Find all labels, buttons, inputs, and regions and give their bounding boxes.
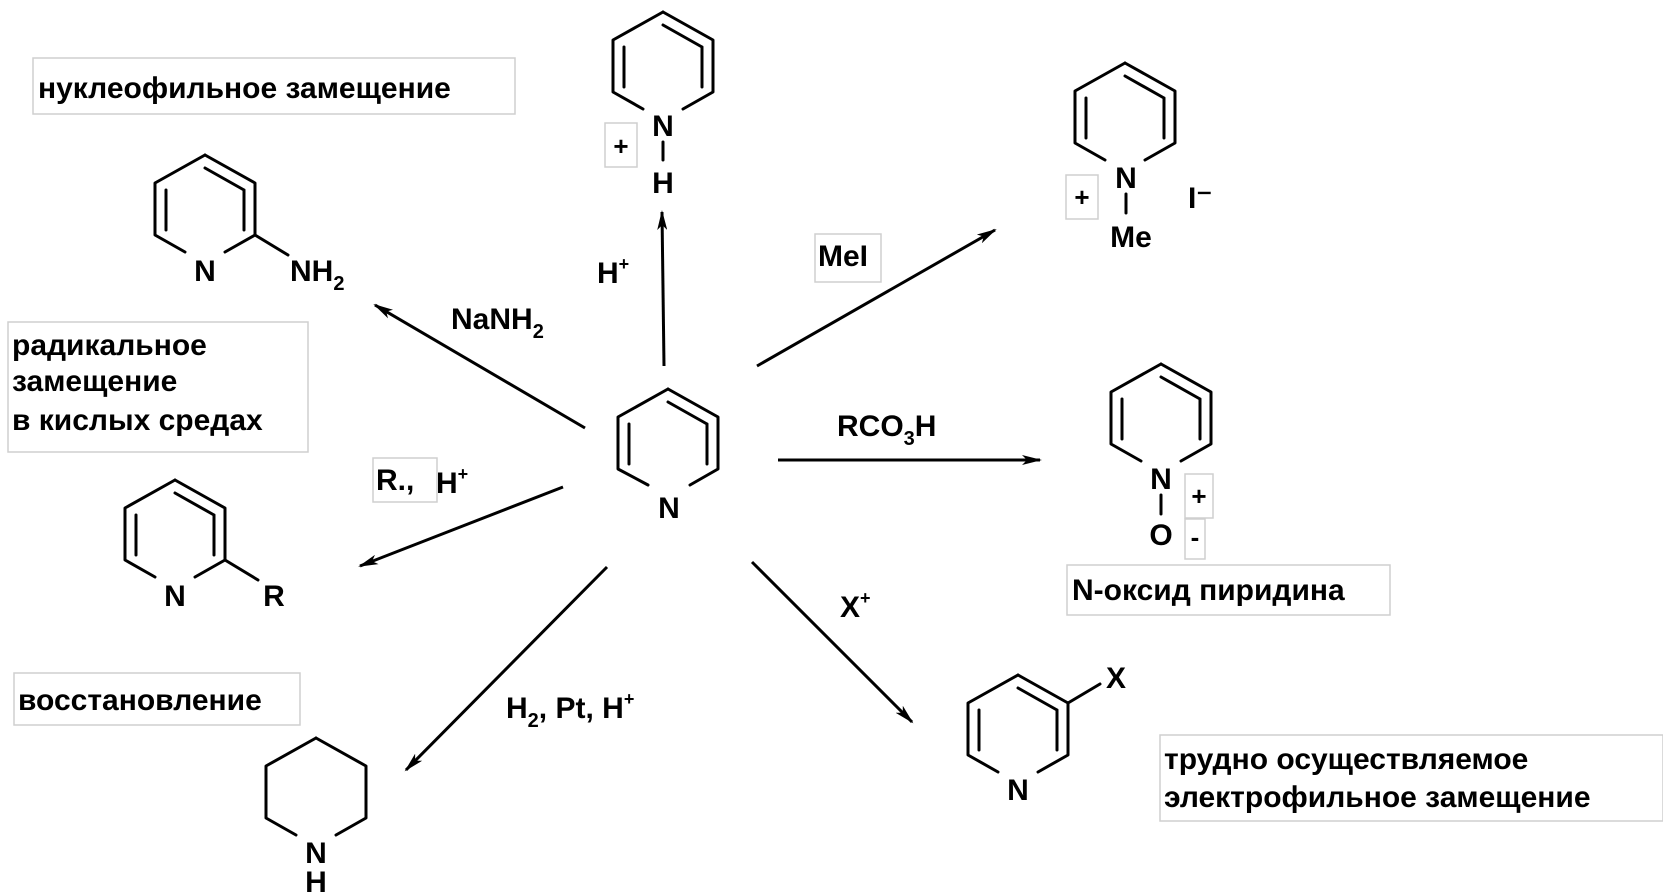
label-nucleophilic-substitution: нуклеофильное замещение (32, 57, 516, 115)
label-radical-substitution: радикальное замещение в кислых средах (7, 321, 309, 453)
2-aminopyridine: N NH2 (153, 153, 344, 295)
substituent-r: R (263, 580, 285, 613)
substituent-x: X (1106, 662, 1126, 695)
reagent-sodamide: NaNH2 (451, 303, 544, 343)
svg-text:замещение: замещение (12, 365, 177, 398)
central-pyridine: N (616, 387, 720, 525)
arrow-to-methylpyridinium (756, 228, 997, 368)
plus-charge: + (1074, 182, 1089, 212)
arrow-to-2-amino (373, 303, 586, 430)
2-alkylpyridine: N R (123, 478, 285, 613)
piperidine: N H (264, 736, 368, 893)
reagent-methyl-iodide: MeI (814, 233, 882, 283)
atom-o: O (1149, 519, 1172, 552)
reagent-peracid: RCO3H (837, 410, 936, 450)
atom-h: H (652, 167, 674, 200)
svg-text:трудно осуществляемое: трудно осуществляемое (1164, 743, 1528, 776)
svg-text:нуклеофильное замещение: нуклеофильное замещение (38, 72, 451, 105)
pyridine-n-oxide: N O + - (1109, 362, 1214, 560)
arrow-to-piperidine (404, 565, 609, 772)
label-n-oxide: N-оксид пиридина (1066, 564, 1391, 616)
n-methylpyridinium-iodide: N Me + I⁻ (1065, 61, 1212, 254)
reagent-radical: R., H+ (372, 457, 468, 503)
label-electrophilic-substitution: трудно осуществляемое электрофильное зам… (1159, 734, 1663, 822)
amino-group: NH2 (290, 255, 344, 295)
svg-text:электрофильное замещение: электрофильное замещение (1164, 781, 1591, 814)
atom-n: N (194, 255, 216, 288)
arrow-to-2-alkyl (358, 485, 564, 568)
reagent-proton: H+ (597, 254, 629, 290)
svg-text:в кислых средах: в кислых средах (12, 404, 263, 437)
atom-me: Me (1110, 221, 1152, 254)
atom-n: N (1150, 463, 1172, 496)
atom-n: N (658, 492, 680, 525)
svg-text:H+: H+ (436, 464, 468, 500)
3-substituted-pyridine: N X (966, 662, 1126, 807)
atom-n: N (305, 837, 327, 870)
atom-n: N (1007, 774, 1029, 807)
atom-n: N (164, 580, 186, 613)
atom-n: N (1115, 162, 1137, 195)
svg-text:R.,: R., (376, 464, 414, 497)
arrow-to-3-substituted (750, 560, 914, 724)
svg-text:N-оксид пиридина: N-оксид пиридина (1072, 574, 1345, 607)
pyridinium-cation: N H + (604, 10, 715, 200)
reagent-hydrogenation: H2, Pt, H+ (506, 689, 634, 732)
arrow-to-pyridinium (657, 210, 668, 367)
reagent-electrophile: X+ (840, 588, 871, 624)
svg-text:MeI: MeI (818, 240, 868, 273)
atom-n: N (652, 110, 674, 143)
minus-charge: - (1191, 522, 1200, 552)
svg-text:радикальное: радикальное (12, 329, 207, 362)
label-reduction: восстановление (13, 672, 301, 726)
plus-charge: + (1191, 481, 1206, 511)
iodide-anion: I⁻ (1188, 182, 1212, 215)
plus-charge: + (613, 131, 628, 161)
atom-h: H (305, 866, 327, 893)
svg-text:восстановление: восстановление (18, 684, 262, 717)
